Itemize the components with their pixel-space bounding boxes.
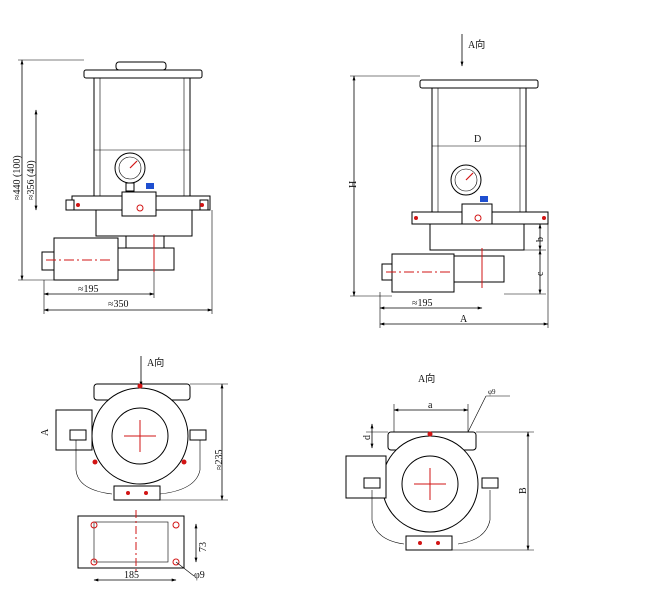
pressure-gauge-icon (114, 152, 154, 192)
dim-hole-plan: φ9 (194, 570, 205, 581)
dim-c-label: c (535, 271, 546, 276)
dim-b-label: b (535, 237, 546, 242)
small-hole-label: φ9 (488, 388, 496, 396)
arrow-label-a-top: A向 (468, 38, 485, 51)
dim-b-big-label: B (518, 487, 529, 494)
dim-depth2-plan: 73 (198, 542, 209, 552)
side-view-left (18, 59, 213, 314)
dim-a-small-label: a (428, 400, 433, 411)
side-marker-a: A (40, 428, 51, 436)
pressure-gauge-icon (450, 164, 488, 202)
dim-a-label: A (460, 314, 468, 325)
arrow-label-a-plan-right: A向 (418, 372, 435, 385)
dim-motor-width-right: ≈195 (412, 298, 433, 309)
dim-h-label: H (348, 181, 359, 188)
dim-motor-width-left: ≈195 (78, 284, 99, 295)
plan-view-right (345, 395, 534, 551)
dim-d-label: D (474, 134, 481, 145)
side-view-right (350, 34, 549, 328)
dim-d-small-label: d (362, 435, 373, 440)
arrow-label-a-plan: A向 (147, 356, 164, 369)
plan-view-left (55, 356, 228, 582)
dim-height-total: ≈440 (100) (12, 155, 23, 200)
dim-depth-plan: ≈235 (214, 450, 225, 471)
dim-height-main: ≈356 (40) (26, 160, 37, 200)
dim-width-plan: 185 (124, 570, 139, 581)
dim-total-width-left: ≈350 (108, 299, 129, 310)
